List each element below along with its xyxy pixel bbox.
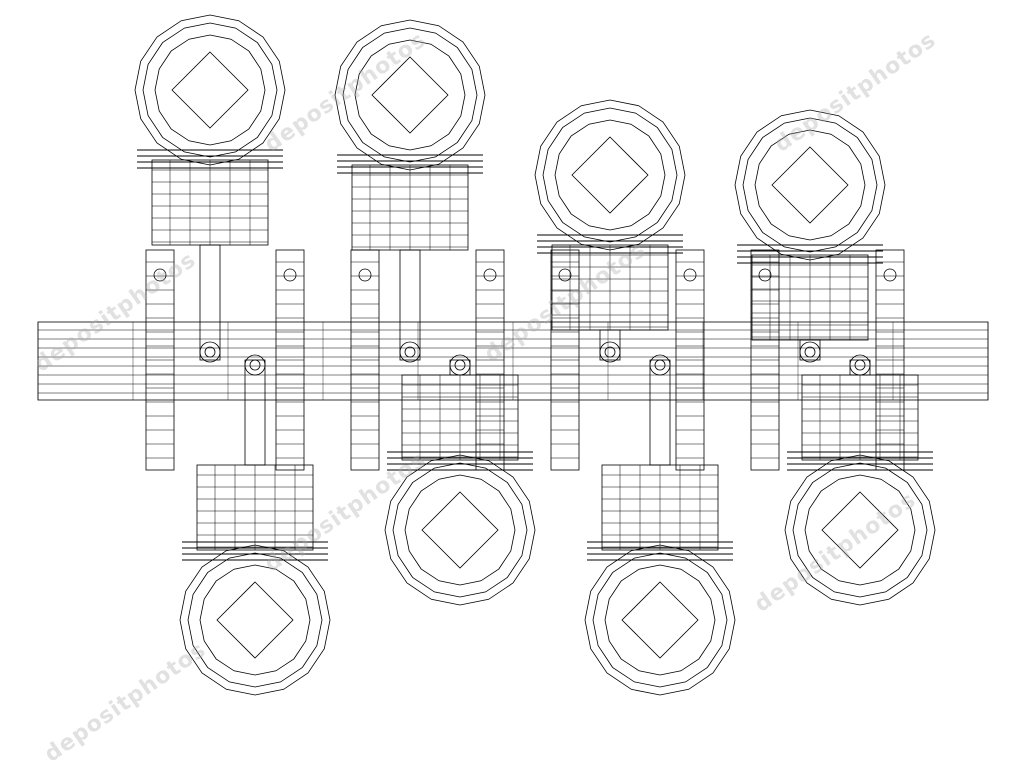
crank-web-hole bbox=[883, 268, 897, 282]
crank-web-hole bbox=[558, 268, 572, 282]
piston-crown-inner bbox=[142, 22, 278, 158]
rod-bolt bbox=[399, 341, 421, 363]
crankshaft bbox=[37, 321, 989, 401]
piston-crown-facet bbox=[216, 581, 294, 659]
piston-7 bbox=[734, 109, 886, 363]
connecting-rod bbox=[244, 359, 266, 466]
rod-bolt-inner bbox=[804, 346, 816, 358]
piston-crown-inner bbox=[804, 474, 916, 586]
rod-bolt-inner bbox=[204, 346, 216, 358]
rod-bolt-inner bbox=[604, 346, 616, 358]
crank-web-hole bbox=[153, 268, 167, 282]
piston-crown-inner bbox=[554, 119, 666, 231]
piston-crown-inner bbox=[592, 552, 728, 688]
piston-crown bbox=[179, 544, 331, 696]
piston-crown bbox=[734, 109, 886, 261]
piston-crown-inner bbox=[792, 462, 928, 598]
crank-web bbox=[350, 249, 380, 471]
crank-web bbox=[475, 249, 505, 471]
piston-crown-facet bbox=[771, 146, 849, 224]
rod-bolt bbox=[599, 341, 621, 363]
piston-crown-facet bbox=[621, 581, 699, 659]
crank-web-hole bbox=[758, 268, 772, 282]
crank-web bbox=[145, 249, 175, 471]
piston-4 bbox=[384, 354, 536, 606]
rod-bolt-inner bbox=[404, 346, 416, 358]
piston-crown bbox=[784, 454, 936, 606]
piston-3 bbox=[334, 19, 486, 363]
piston-crown-inner bbox=[342, 27, 478, 163]
engine-wireframe-svg bbox=[37, 14, 989, 696]
piston-2 bbox=[179, 354, 331, 696]
piston-crown-inner bbox=[154, 34, 266, 146]
crank-web bbox=[550, 249, 580, 471]
piston-crown-inner bbox=[742, 117, 878, 253]
connecting-rod bbox=[599, 329, 621, 361]
rod-bolt bbox=[649, 354, 671, 376]
crank-web-hole bbox=[483, 268, 497, 282]
crank-web-hole bbox=[683, 268, 697, 282]
crank-web bbox=[675, 249, 705, 471]
piston-8 bbox=[784, 354, 936, 606]
piston-crown-inner bbox=[604, 564, 716, 676]
connecting-rod bbox=[849, 359, 871, 376]
piston-crown-facet bbox=[371, 56, 449, 134]
crank-web-hole bbox=[358, 268, 372, 282]
piston-crown-inner bbox=[354, 39, 466, 151]
rod-bolt bbox=[849, 354, 871, 376]
piston-crown-inner bbox=[199, 564, 311, 676]
piston-6 bbox=[584, 354, 736, 696]
rod-bolt-inner bbox=[249, 359, 261, 371]
piston-crown-inner bbox=[542, 107, 678, 243]
rod-bolt-inner bbox=[854, 359, 866, 371]
wireframe-drawing-canvas: depositphotos depositphotos depositphoto… bbox=[30, 14, 989, 767]
piston-crown bbox=[384, 454, 536, 606]
connecting-rod bbox=[199, 244, 221, 361]
crank-web bbox=[275, 249, 305, 471]
rod-bolt bbox=[799, 341, 821, 363]
piston-crown bbox=[584, 544, 736, 696]
connecting-rod bbox=[649, 359, 671, 466]
piston-crown-inner bbox=[754, 129, 866, 241]
piston-crown-inner bbox=[187, 552, 323, 688]
piston-crown-facet bbox=[171, 51, 249, 129]
piston-crown-facet bbox=[821, 491, 899, 569]
piston-5 bbox=[534, 99, 686, 363]
rod-bolt-inner bbox=[454, 359, 466, 371]
connecting-rod bbox=[399, 249, 421, 361]
piston-crown-facet bbox=[421, 491, 499, 569]
piston-crown bbox=[534, 99, 686, 251]
crank-web bbox=[875, 249, 905, 471]
piston-crown bbox=[334, 19, 486, 171]
crank-web-hole bbox=[283, 268, 297, 282]
piston-crown bbox=[134, 14, 286, 166]
piston-crown-inner bbox=[392, 462, 528, 598]
piston-crown-inner bbox=[404, 474, 516, 586]
rod-bolt-inner bbox=[654, 359, 666, 371]
connecting-rod bbox=[449, 359, 471, 376]
piston-crown-facet bbox=[571, 136, 649, 214]
rod-bolt bbox=[244, 354, 266, 376]
rod-bolt bbox=[199, 341, 221, 363]
rod-bolt bbox=[449, 354, 471, 376]
crank-web bbox=[750, 249, 780, 471]
piston-1 bbox=[134, 14, 286, 363]
